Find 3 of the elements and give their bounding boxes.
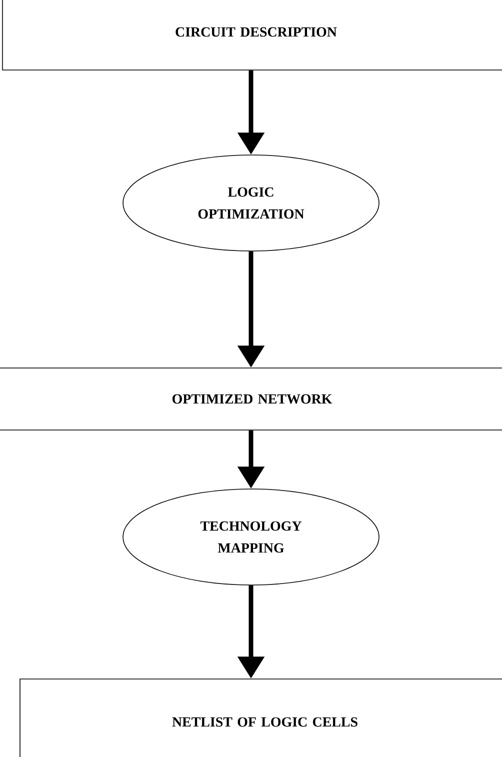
data-box: OPTIMIZED NETWORK (0, 368, 502, 430)
data-box: CIRCUIT DESCRIPTION (2, 0, 502, 70)
data-box: NETLIST OF LOGIC CELLS (20, 678, 502, 757)
